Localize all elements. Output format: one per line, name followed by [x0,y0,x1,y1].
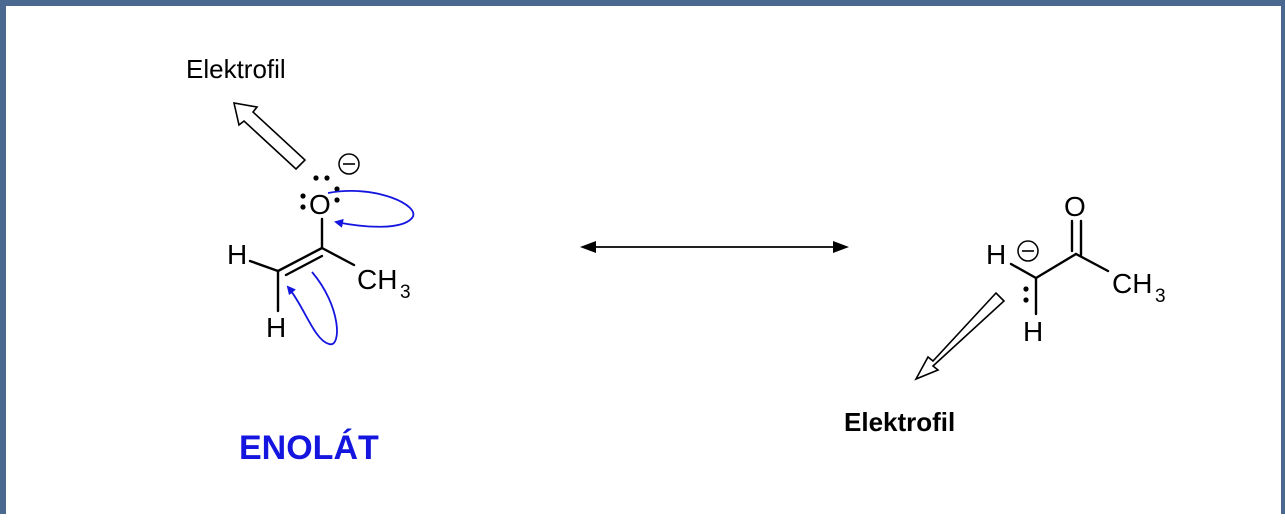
left-negative-charge [338,153,360,175]
left-electrophile-label: Elektrofil [186,54,286,84]
left-electrophile-hollow-arrow [232,102,307,171]
right-negative-charge [1017,240,1039,262]
resonance-arrow [580,241,849,253]
right-carbon-lone-pair [1023,286,1029,303]
right-electrophile-label: Elektrofil [844,407,955,437]
resonance-diagram: Elektrofil O H H CH 3 ENOLÁT [186,54,1166,467]
left-methyl-group: CH 3 [357,264,411,303]
curved-arrow-bond-to-carbon [286,271,338,345]
left-h-top-atom: H [227,239,247,270]
svg-text:CH: CH [1112,268,1152,299]
right-electrophile-hollow-arrow [914,291,1006,381]
curved-arrow-oxygen-to-bond [327,190,415,228]
left-oxygen-atom: O [309,189,331,220]
left-oxygen-lone-pairs [300,175,340,210]
svg-text:CH: CH [357,264,397,295]
svg-text:3: 3 [1155,286,1166,307]
right-h-top-atom: H [986,239,1006,270]
right-h-bottom-atom: H [1023,316,1043,347]
svg-text:3: 3 [400,282,411,303]
right-bonds [1009,219,1110,316]
left-h-bottom-atom: H [266,312,286,343]
left-bonds [248,217,356,313]
enolate-caption: ENOLÁT [239,429,379,467]
right-methyl-group: CH 3 [1112,268,1166,307]
right-oxygen-atom: O [1064,191,1086,222]
